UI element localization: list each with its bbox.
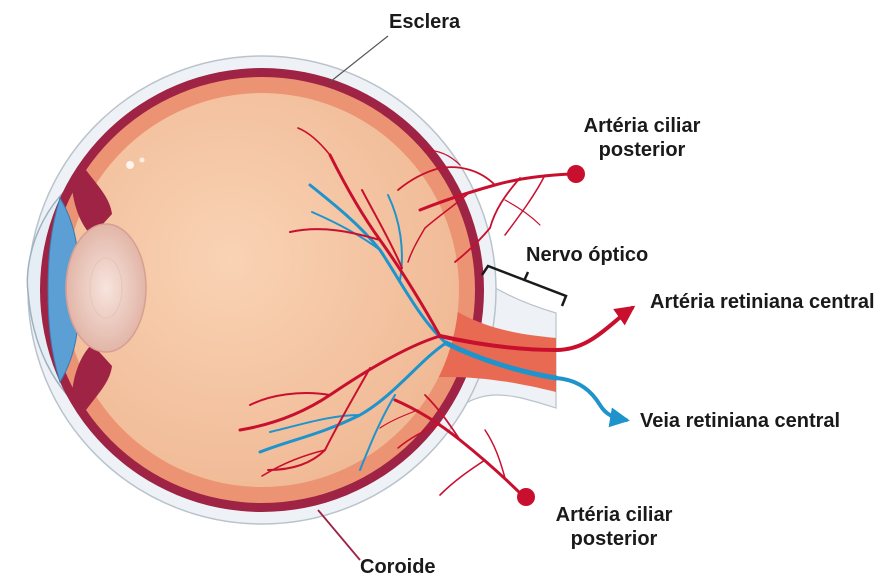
ciliary-artery-bottom-end — [517, 488, 535, 506]
label-posterior-ciliary-artery-top-line1: Artéria ciliar — [576, 114, 708, 138]
label-choroid: Coroide — [360, 555, 436, 579]
label-central-retinal-artery: Artéria retiniana central — [650, 290, 875, 314]
label-posterior-ciliary-artery-bottom-line2: posterior — [548, 527, 680, 551]
label-optic-nerve: Nervo óptico — [526, 243, 648, 267]
sclera-leader-line — [330, 36, 388, 82]
label-posterior-ciliary-artery-bottom: Artéria ciliar posterior — [548, 503, 680, 551]
label-sclera: Esclera — [389, 10, 460, 34]
label-posterior-ciliary-artery-top: Artéria ciliar posterior — [576, 114, 708, 162]
ciliary-artery-top-end — [567, 165, 585, 183]
choroid-leader-line — [318, 510, 360, 560]
label-posterior-ciliary-artery-top-line2: posterior — [576, 138, 708, 162]
central-retinal-vein — [556, 378, 626, 420]
label-central-retinal-vein: Veia retiniana central — [640, 409, 840, 433]
label-posterior-ciliary-artery-bottom-line1: Artéria ciliar — [548, 503, 680, 527]
